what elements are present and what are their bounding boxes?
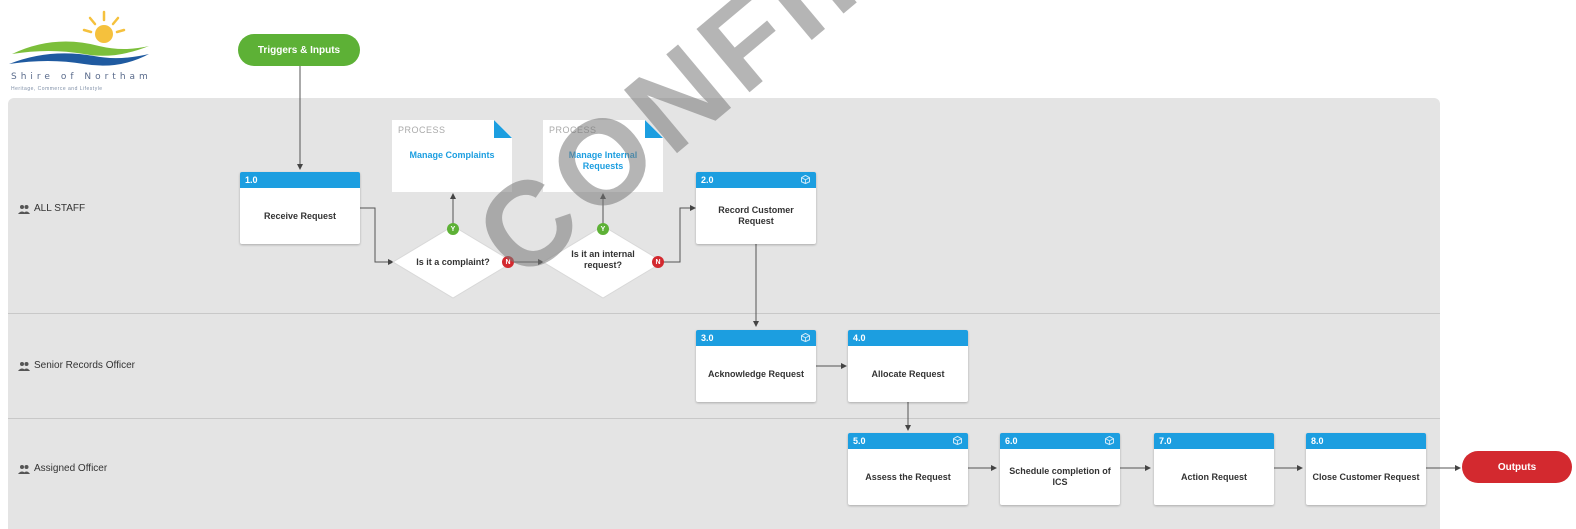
end-outputs[interactable]: Outputs — [1462, 451, 1572, 483]
task-record-customer-request[interactable]: 2.0 Record Customer Request — [696, 172, 816, 244]
task-label: Assess the Request — [865, 471, 951, 482]
process-title: Manage Internal Requests — [568, 150, 638, 171]
lane-senior-records-officer: Senior Records Officer — [18, 360, 135, 371]
lane-divider — [8, 418, 1440, 419]
no-badge: N — [652, 256, 664, 268]
yes-badge: Y — [447, 223, 459, 235]
decision-internal-label: Is it an internal request? — [571, 249, 635, 270]
task-id: 8.0 — [1311, 436, 1324, 446]
yes-badge: Y — [597, 223, 609, 235]
lane-assigned-officer: Assigned Officer — [18, 463, 107, 474]
task-action-request[interactable]: 7.0 Action Request — [1154, 433, 1274, 505]
start-triggers-inputs[interactable]: Triggers & Inputs — [238, 34, 360, 66]
task-receive-request[interactable]: 1.0 Receive Request — [240, 172, 360, 244]
shire-of-northam-logo: Shire of Northam Heritage, Commerce and … — [4, 6, 154, 92]
task-label: Allocate Request — [871, 368, 945, 379]
people-icon — [18, 464, 30, 474]
lane-all-staff: ALL STAFF — [18, 203, 85, 214]
system-cube-icon — [801, 333, 810, 342]
system-cube-icon — [953, 436, 962, 445]
lane-label: ALL STAFF — [34, 203, 86, 214]
process-manage-internal-requests[interactable]: PROCESS Manage Internal Requests — [543, 120, 663, 192]
task-assess-the-request[interactable]: 5.0 Assess the Request — [848, 433, 968, 505]
task-id: 2.0 — [701, 175, 714, 185]
lane-divider — [8, 313, 1440, 314]
lane-label: Senior Records Officer — [34, 360, 135, 371]
task-label: Close Customer Request — [1312, 471, 1420, 482]
task-id: 1.0 — [245, 175, 258, 185]
task-close-customer-request[interactable]: 8.0 Close Customer Request — [1306, 433, 1426, 505]
no-badge: N — [502, 256, 514, 268]
lane-label: Assigned Officer — [34, 463, 108, 474]
task-label: Acknowledge Request — [707, 368, 805, 379]
task-acknowledge-request[interactable]: 3.0 Acknowledge Request — [696, 330, 816, 402]
task-schedule-completion[interactable]: 6.0 Schedule completion of ICS — [1000, 433, 1120, 505]
system-cube-icon — [1105, 436, 1114, 445]
logo-name: Shire of Northam — [11, 72, 152, 82]
process-manage-complaints[interactable]: PROCESS Manage Complaints — [392, 120, 512, 192]
task-allocate-request[interactable]: 4.0 Allocate Request — [848, 330, 968, 402]
people-icon — [18, 361, 30, 371]
end-label: Outputs — [1497, 461, 1537, 473]
decision-complaint-label: Is it a complaint? — [416, 257, 490, 267]
task-id: 5.0 — [853, 436, 866, 446]
process-kind: PROCESS — [549, 125, 597, 135]
start-label: Triggers & Inputs — [257, 44, 341, 56]
task-label: Schedule completion of ICS — [1009, 466, 1111, 487]
task-id: 3.0 — [701, 333, 714, 343]
system-cube-icon — [801, 175, 810, 184]
task-label: Record Customer Request — [718, 205, 794, 226]
task-label: Receive Request — [263, 210, 337, 221]
logo-graphic — [9, 10, 149, 66]
task-label: Action Request — [1180, 471, 1247, 482]
people-icon — [18, 204, 30, 214]
logo-tagline: Heritage, Commerce and Lifestyle — [11, 86, 103, 92]
task-id: 4.0 — [853, 333, 866, 343]
task-id: 7.0 — [1159, 436, 1172, 446]
task-id: 6.0 — [1005, 436, 1018, 446]
process-title: Manage Complaints — [409, 150, 495, 160]
process-kind: PROCESS — [398, 125, 446, 135]
